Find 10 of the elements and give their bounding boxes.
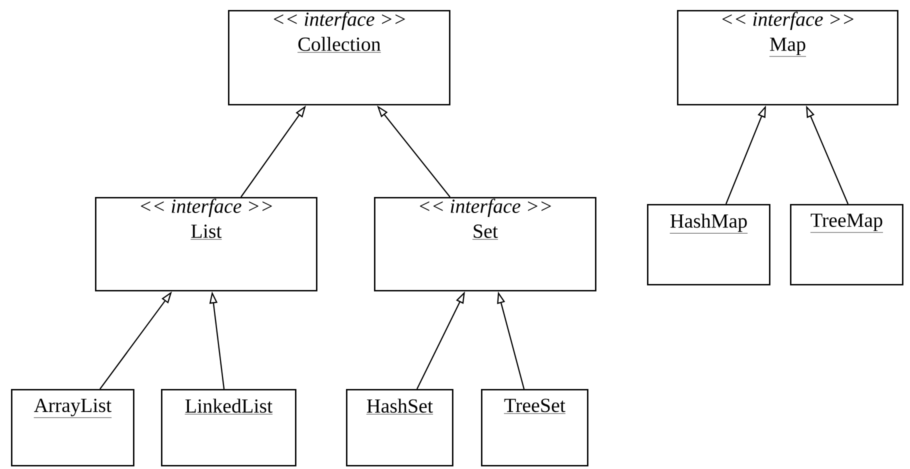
interface-box: << interface >> List bbox=[95, 197, 318, 292]
class-box: HashMap bbox=[647, 204, 770, 286]
interface-box: << interface >> Map bbox=[677, 10, 898, 106]
class-box: HashSet bbox=[346, 389, 454, 466]
class-box: ArrayList bbox=[11, 389, 134, 466]
interface-box: << interface >> Set bbox=[374, 197, 596, 292]
interface-box: << interface >> Collection bbox=[228, 10, 450, 106]
class-box: TreeMap bbox=[790, 204, 904, 286]
class-box: TreeSet bbox=[481, 389, 588, 466]
class-box: LinkedList bbox=[161, 389, 296, 466]
